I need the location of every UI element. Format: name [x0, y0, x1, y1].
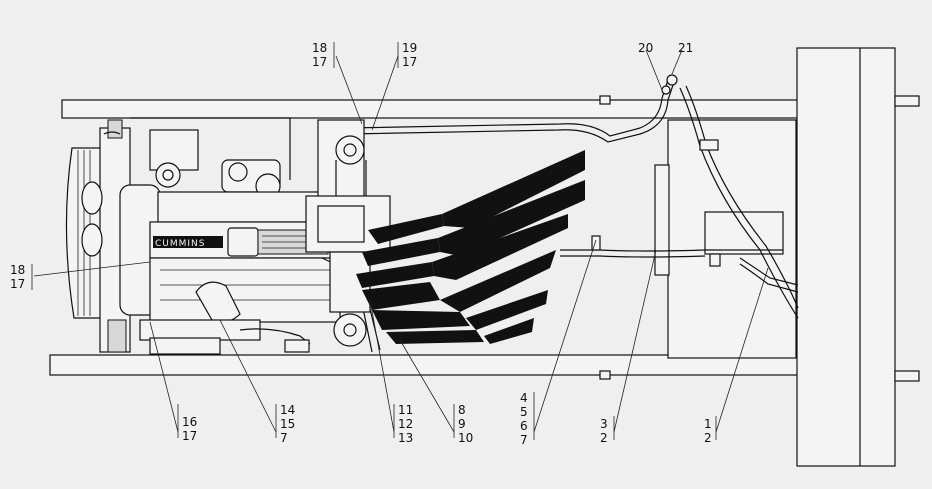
callout-bottom-7: 1 2: [704, 416, 717, 445]
callout-bottom-5: 4 5 6 7: [520, 391, 535, 447]
callout-label: 18: [10, 263, 25, 277]
fuel-filter-box: [704, 211, 784, 255]
callout-label: 2: [704, 431, 712, 445]
rail-clip: [599, 370, 611, 380]
callout-label: 17: [312, 55, 327, 69]
callout-label: 21: [678, 41, 693, 55]
callout-bottom-3: 11 12 13: [393, 403, 413, 445]
leader-lines: [33, 49, 769, 433]
rear-axle-assembly: [654, 47, 920, 467]
heat-shield-stripes: [356, 150, 585, 344]
callout-label: 7: [280, 431, 288, 445]
callout-label: 2: [600, 431, 608, 445]
callout-label: 15: [280, 417, 295, 431]
callout-bottom-6: 3 2: [600, 416, 615, 445]
engine-brand-label: CUMMINS: [155, 239, 206, 249]
valve-cover-top: [157, 191, 331, 223]
callout-label: 20: [638, 41, 653, 55]
callout-top-left: 18 17: [312, 41, 335, 69]
fuel-lines: [347, 74, 799, 319]
callout-left: 18 17: [10, 263, 33, 291]
callout-label: 13: [398, 431, 413, 445]
rail-clip: [599, 95, 611, 105]
callout-label: 5: [520, 405, 528, 419]
callout-top-mid: 19 17: [397, 41, 417, 69]
rear-bumper: [796, 47, 896, 467]
callout-label: 17: [402, 55, 417, 69]
callout-labels: 18 17 19 17 20 21 18 17 16 17 14 15 7 11: [10, 41, 717, 447]
callout-label: 14: [280, 403, 295, 417]
callout-label: 9: [458, 417, 466, 431]
transmission: [305, 119, 391, 347]
callout-label: 17: [182, 429, 197, 443]
callout-bottom-2: 14 15 7: [275, 403, 295, 445]
callout-label: 8: [458, 403, 466, 417]
callout-label: 17: [10, 277, 25, 291]
callout-bottom-1: 16 17: [177, 404, 197, 443]
callout-label: 12: [398, 417, 413, 431]
callout-label: 3: [600, 417, 608, 431]
callout-label: 4: [520, 391, 528, 405]
callout-label: 7: [520, 433, 528, 447]
engine-brand-plate: [153, 236, 223, 248]
engine-block: [149, 257, 341, 323]
callout-label: 1: [704, 417, 712, 431]
callout-label: 19: [402, 41, 417, 55]
callout-label: 18: [312, 41, 327, 55]
callout-label: 10: [458, 431, 473, 445]
callout-label: 6: [520, 419, 528, 433]
callout-label: 11: [398, 403, 413, 417]
callout-label: 16: [182, 415, 197, 429]
radiator-fan: [65, 119, 161, 353]
callout-bottom-4: 8 9 10: [453, 403, 473, 445]
